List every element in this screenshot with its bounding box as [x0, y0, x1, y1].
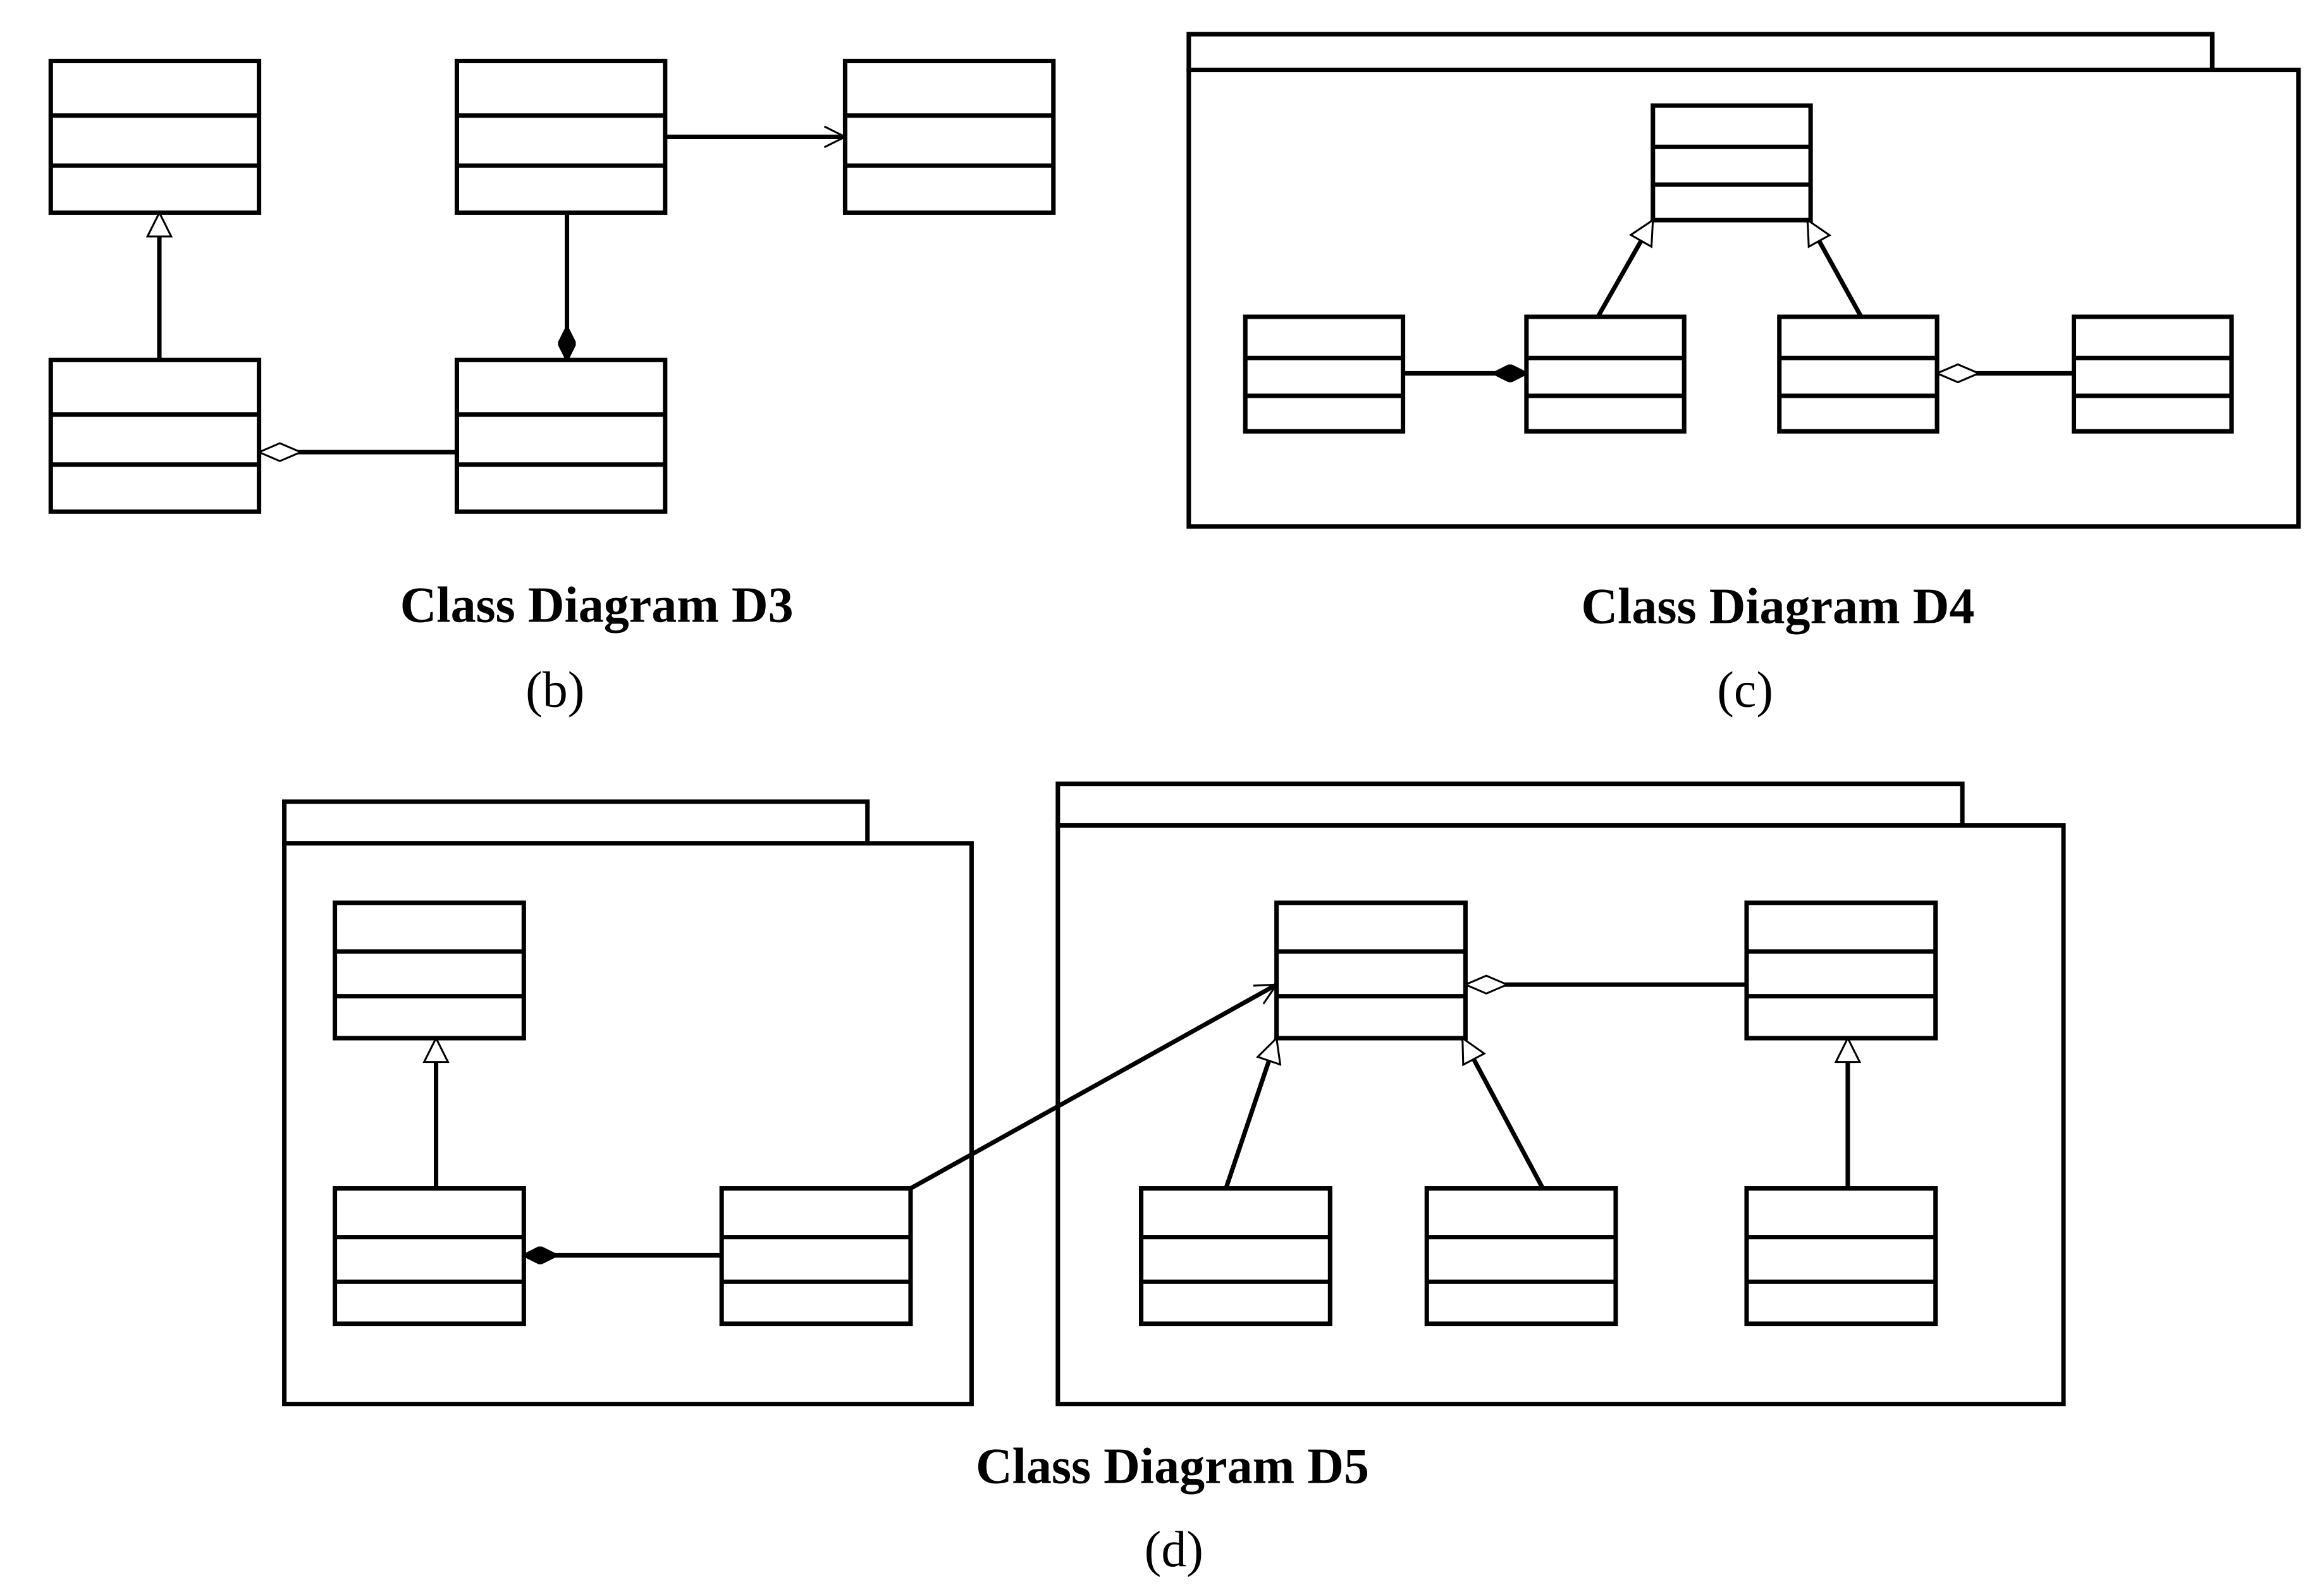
class-body — [719, 1186, 913, 1327]
class-body — [48, 58, 262, 215]
class-body — [1243, 314, 1406, 434]
class-body — [1524, 314, 1687, 434]
class-body — [1777, 314, 1940, 434]
panel-d-label: (d) — [1145, 1522, 1203, 1578]
classes-layer — [48, 58, 2234, 1327]
class-box-d7 — [1424, 1186, 1618, 1327]
class-body — [454, 357, 668, 514]
panel-b-title: Class Diagram D3 — [400, 577, 794, 633]
class-box-b3 — [842, 58, 1056, 215]
class-body — [1139, 1186, 1332, 1327]
class-body — [333, 900, 526, 1041]
class-body — [333, 1186, 526, 1327]
association-edge — [909, 983, 1277, 1191]
class-box-d6 — [1139, 1186, 1332, 1327]
class-box-b1 — [48, 58, 262, 215]
class-box-d4 — [1274, 900, 1468, 1041]
class-box-b5 — [454, 357, 668, 514]
class-body — [842, 58, 1056, 215]
package-d5-right-tab — [1055, 781, 1965, 828]
class-box-d5 — [1744, 900, 1938, 1041]
class-body — [48, 357, 262, 514]
class-body — [1744, 1186, 1938, 1327]
panel-d-title: Class Diagram D5 — [976, 1438, 1369, 1494]
class-box-c1 — [1651, 103, 1813, 223]
generalization-edge — [1805, 220, 1864, 318]
class-body — [1274, 900, 1468, 1041]
class-box-b2 — [454, 58, 668, 215]
class-box-d8 — [1744, 1186, 1938, 1327]
package-d4-tab — [1186, 32, 2215, 73]
class-box-c5 — [2071, 314, 2234, 434]
class-box-b4 — [48, 357, 262, 514]
class-body — [454, 58, 668, 215]
panel-c-title: Class Diagram D4 — [1581, 579, 1974, 635]
generalization-edge — [1595, 220, 1655, 318]
class-box-d3 — [719, 1186, 913, 1327]
generalization-edge — [1460, 1038, 1545, 1190]
class-box-c2 — [1243, 314, 1406, 434]
class-box-c4 — [1777, 314, 1940, 434]
class-body — [1424, 1186, 1618, 1327]
class-box-c3 — [1524, 314, 1687, 434]
class-body — [1744, 900, 1938, 1041]
package-d5-left-tab — [282, 799, 870, 846]
relationships-layer — [159, 137, 2074, 1255]
class-box-d1 — [333, 900, 526, 1041]
class-body — [2071, 314, 2234, 434]
panel-c-label: (c) — [1717, 662, 1773, 718]
generalization-edge — [1224, 1038, 1277, 1189]
panel-b-label: (b) — [526, 662, 584, 718]
class-body — [1651, 103, 1813, 223]
class-box-d2 — [333, 1186, 526, 1327]
